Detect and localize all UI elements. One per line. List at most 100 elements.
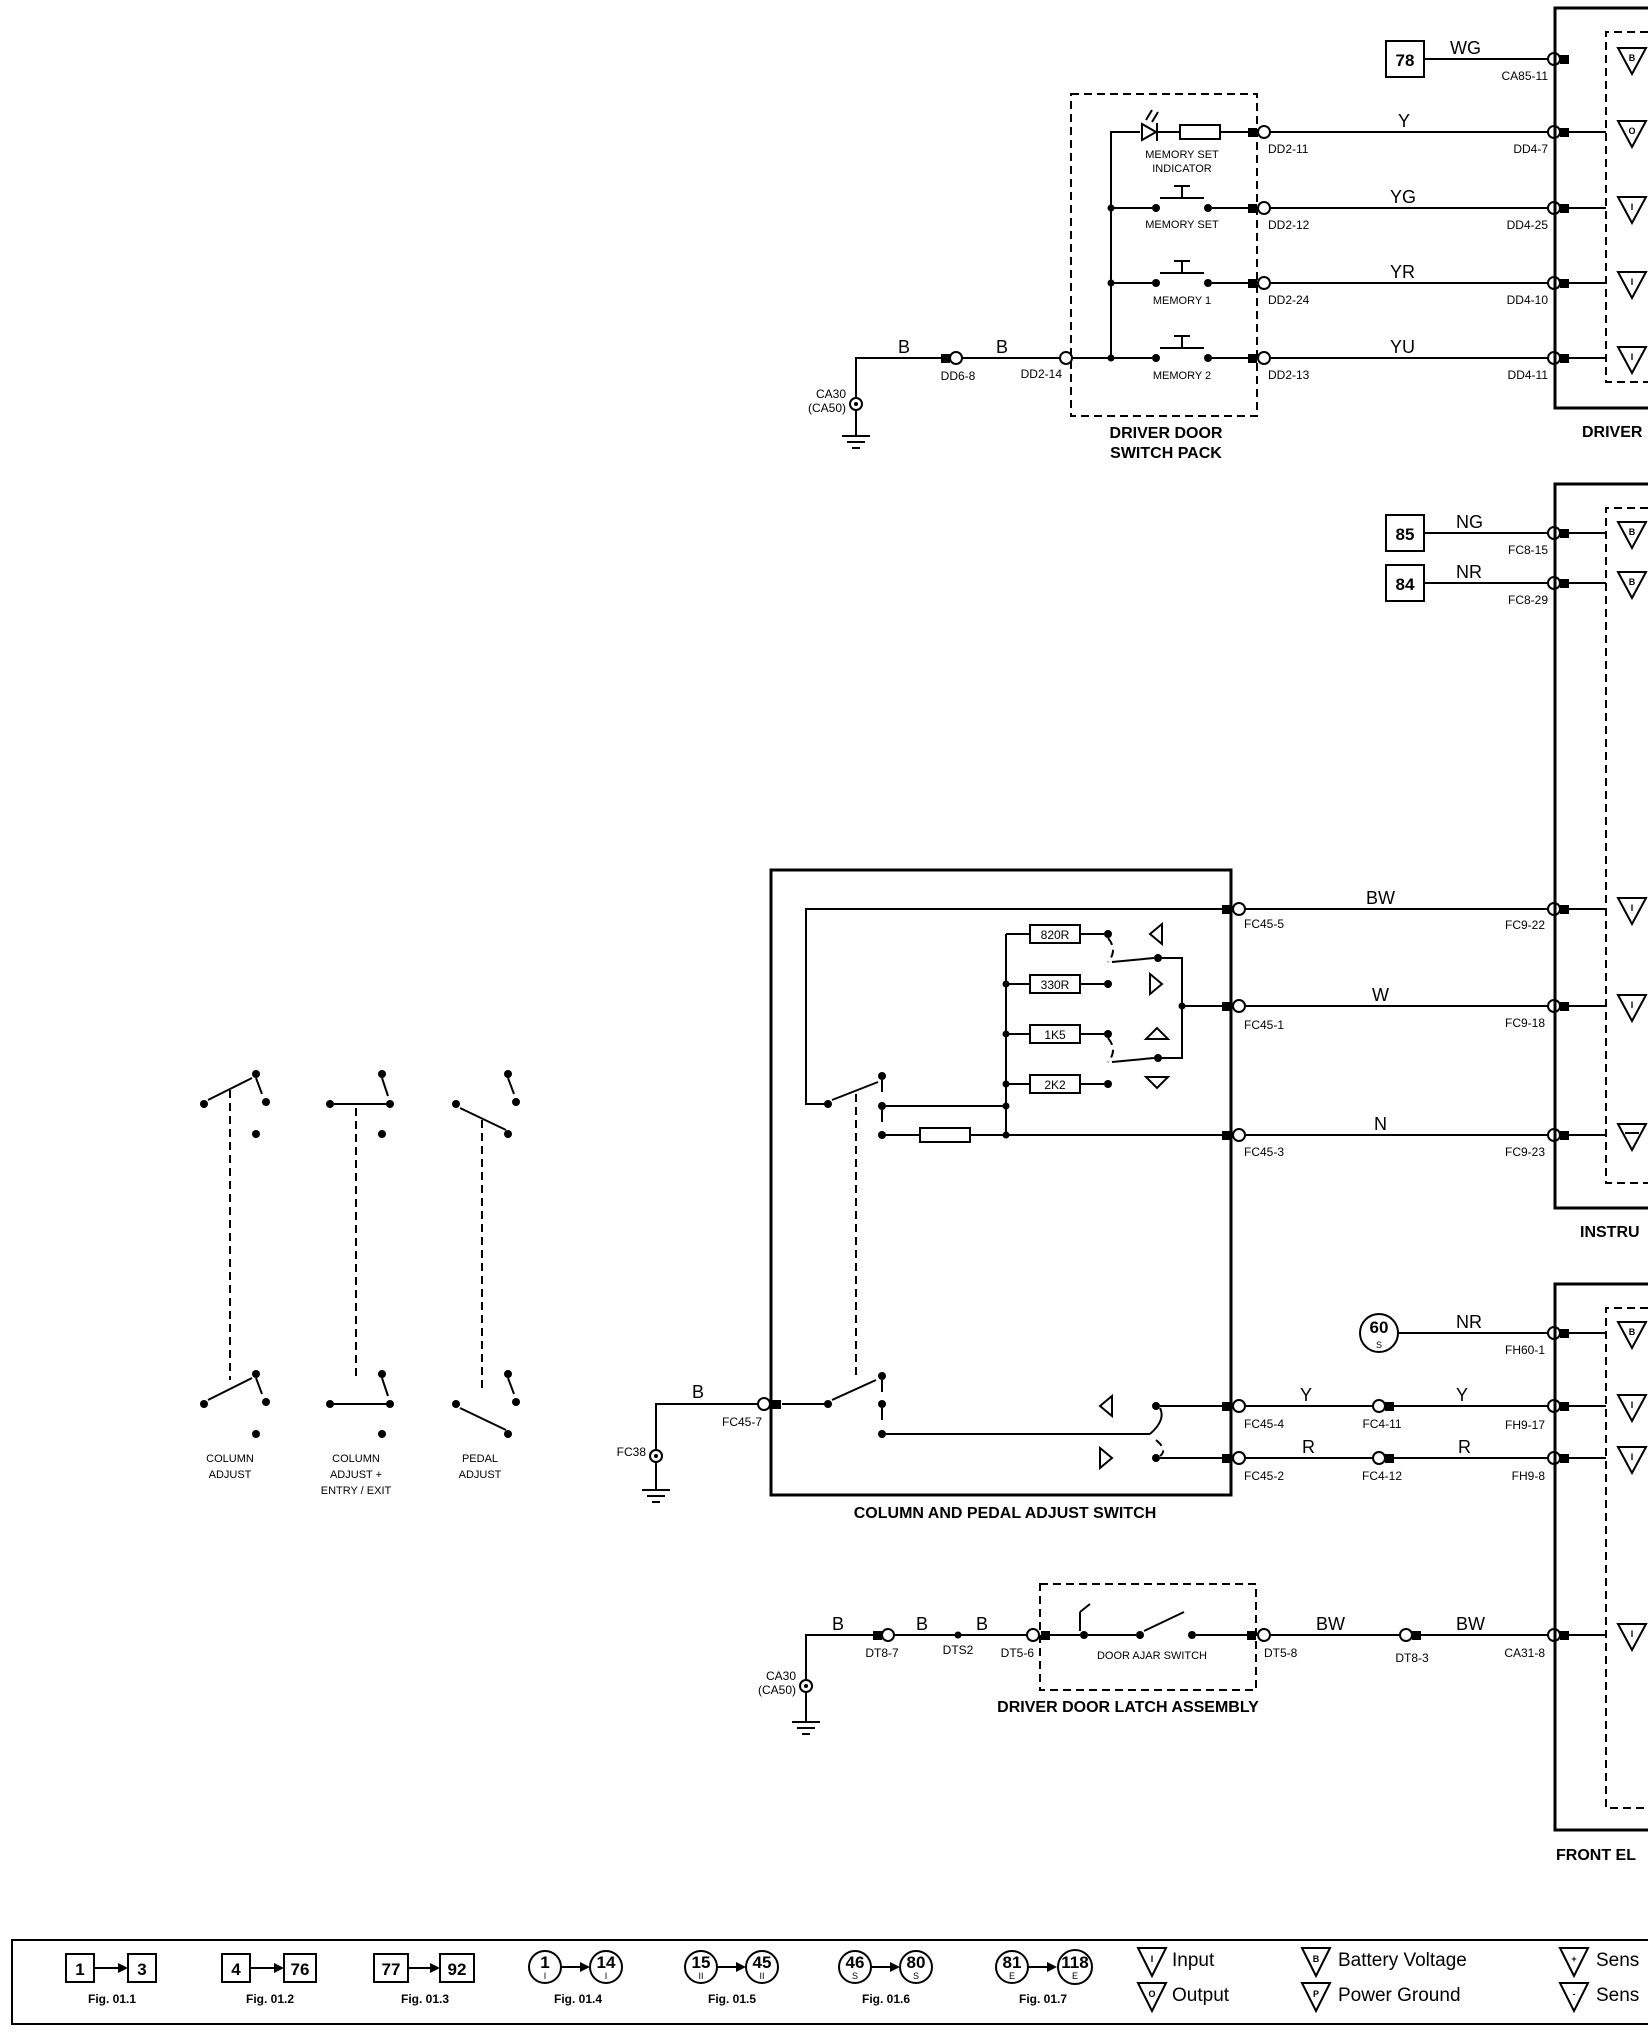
svg-text:I: I xyxy=(1631,277,1634,287)
svg-text:FC8-15: FC8-15 xyxy=(1508,543,1548,557)
arrow-left-icon xyxy=(1148,921,1163,947)
svg-text:YU: YU xyxy=(1390,337,1415,357)
legend-symbol-input: I Input xyxy=(1136,1947,1215,1979)
svg-text:B: B xyxy=(1313,1954,1320,1964)
svg-text:FC9-22: FC9-22 xyxy=(1505,918,1545,932)
svg-text:I: I xyxy=(544,1971,547,1981)
ground-icon xyxy=(841,435,871,449)
svg-text:45: 45 xyxy=(753,1953,772,1972)
svg-text:FC9-18: FC9-18 xyxy=(1505,1016,1545,1030)
resistor-icon xyxy=(919,1127,971,1143)
svg-text:FC45-3: FC45-3 xyxy=(1244,1145,1284,1159)
legend-ref-fig-01-5: 15 II 45 II Fig. 01.5 xyxy=(684,1950,779,2006)
svg-text:BW: BW xyxy=(1366,888,1395,908)
svg-text:(CA50): (CA50) xyxy=(758,1683,796,1697)
svg-text:Fig. 01.4: Fig. 01.4 xyxy=(554,1992,602,2006)
column-switch-ground: B FC38 xyxy=(617,1382,758,1503)
output-icon xyxy=(1136,1982,1168,2014)
svg-text:I: I xyxy=(1631,352,1634,362)
svg-text:R: R xyxy=(1458,1437,1471,1457)
input-icon xyxy=(1616,1623,1648,1653)
svg-text:I: I xyxy=(1151,1954,1154,1964)
svg-text:B: B xyxy=(1629,1327,1636,1337)
arrow-down-icon xyxy=(1143,1076,1171,1090)
svg-text:FH9-8: FH9-8 xyxy=(1512,1469,1546,1483)
svg-text:-: - xyxy=(1573,1989,1576,1999)
input-icon xyxy=(1616,1446,1648,1476)
svg-text:Fig. 01.1: Fig. 01.1 xyxy=(88,1992,136,2006)
battery-voltage-icon xyxy=(1616,521,1648,551)
input-icon xyxy=(1616,897,1648,927)
svg-text:92: 92 xyxy=(448,1960,467,1979)
svg-text:Input: Input xyxy=(1172,1950,1215,1971)
svg-text:MEMORY 2: MEMORY 2 xyxy=(1153,370,1211,382)
svg-text:3: 3 xyxy=(137,1960,146,1979)
svg-text:118: 118 xyxy=(1061,1953,1088,1972)
svg-text:Fig. 01.5: Fig. 01.5 xyxy=(708,1992,756,2006)
input-icon xyxy=(1616,1394,1648,1424)
svg-text:B: B xyxy=(976,1614,988,1634)
legend-column-entry-exit: COLUMN ADJUST + ENTRY / EXIT xyxy=(321,1070,394,1497)
svg-text:DT8-3: DT8-3 xyxy=(1395,1651,1429,1665)
input-icon xyxy=(1616,994,1648,1024)
svg-text:ADJUST +: ADJUST + xyxy=(330,1469,382,1481)
svg-text:15: 15 xyxy=(692,1953,711,1972)
column-pedal-switch: COLUMN AND PEDAL ADJUST SWITCH 820R xyxy=(722,868,1233,1522)
svg-text:Sens: Sens xyxy=(1596,1950,1639,1971)
svg-text:76: 76 xyxy=(291,1960,310,1979)
svg-text:SWITCH PACK: SWITCH PACK xyxy=(1110,445,1222,462)
svg-text:CA30: CA30 xyxy=(766,1669,796,1683)
svg-text:DTS2: DTS2 xyxy=(943,1643,974,1657)
svg-text:14: 14 xyxy=(597,1953,616,1972)
resistor-icon xyxy=(1179,124,1221,140)
svg-text:O: O xyxy=(1628,126,1635,136)
svg-text:330R: 330R xyxy=(1041,978,1070,992)
legend-symbol-sensor-plus: + Sens xyxy=(1558,1947,1639,1979)
driver-module-label: DRIVER xyxy=(1582,424,1643,441)
svg-text:85: 85 xyxy=(1396,525,1415,544)
svg-text:DT5-8: DT5-8 xyxy=(1264,1646,1298,1660)
svg-text:CA30: CA30 xyxy=(816,387,846,401)
svg-text:FC9-23: FC9-23 xyxy=(1505,1145,1545,1159)
switch-pack-wires: DD2-11 Y DD4-7 O DD2-12 YG DD4-25 I DD2-… xyxy=(1257,111,1648,382)
svg-text:MEMORY SET: MEMORY SET xyxy=(1145,149,1219,161)
svg-text:COLUMN AND PEDAL ADJUST SWITCH: COLUMN AND PEDAL ADJUST SWITCH xyxy=(854,1505,1157,1522)
svg-text:B: B xyxy=(1629,577,1636,587)
svg-text:84: 84 xyxy=(1396,575,1415,594)
input-icon xyxy=(1136,1947,1168,1979)
sensor-ground-icon xyxy=(1558,1982,1590,2014)
driver-door-module: DRIVER xyxy=(1553,6,1648,441)
svg-text:NR: NR xyxy=(1456,562,1482,582)
svg-text:FH9-17: FH9-17 xyxy=(1505,1418,1545,1432)
ground-icon xyxy=(791,1721,821,1735)
svg-text:B: B xyxy=(916,1614,928,1634)
svg-text:ADJUST: ADJUST xyxy=(209,1469,252,1481)
legend-ref-fig-01-4: 1 I 14 I Fig. 01.4 xyxy=(528,1950,623,2006)
svg-text:Fig. 01.3: Fig. 01.3 xyxy=(401,1992,449,2006)
svg-text:DT8-7: DT8-7 xyxy=(865,1646,899,1660)
input-icon xyxy=(1616,346,1648,376)
svg-text:DD2-11: DD2-11 xyxy=(1268,142,1309,156)
svg-text:BW: BW xyxy=(1456,1614,1485,1634)
led-icon xyxy=(1141,122,1159,142)
arrow-left-icon xyxy=(1098,1393,1113,1419)
column-switch-wires: FC45-5 BW FC9-22 I FC45-1 W FC9-18 I FC4… xyxy=(1232,888,1648,1483)
ground-icon xyxy=(641,1489,671,1503)
svg-text:B: B xyxy=(692,1382,704,1402)
svg-text:2K2: 2K2 xyxy=(1044,1078,1066,1092)
svg-text:FC4-12: FC4-12 xyxy=(1362,1469,1402,1483)
svg-text:1: 1 xyxy=(540,1953,549,1972)
svg-text:Output: Output xyxy=(1172,1985,1230,2006)
svg-text:FC38: FC38 xyxy=(617,1445,647,1459)
svg-text:PEDAL: PEDAL xyxy=(462,1453,498,1465)
legend-ref-fig-01-2: 4 76 Fig. 01.2 xyxy=(221,1953,317,2006)
svg-text:+: + xyxy=(1571,1954,1576,1964)
svg-text:DD2-13: DD2-13 xyxy=(1268,368,1310,382)
legend-ref-fig-01-7: 81 E 118 E Fig. 01.7 xyxy=(995,1949,1093,2006)
legend-symbol-output: O Output xyxy=(1136,1982,1230,2014)
legend-bar: 1 3 Fig. 01.1 4 76 Fig. 01.2 77 92 Fig. … xyxy=(11,1939,1648,2025)
driver-door-switch-pack: DRIVER DOOR SWITCH PACK MEMORY SET INDIC… xyxy=(1021,93,1258,462)
svg-text:1K5: 1K5 xyxy=(1044,1028,1066,1042)
svg-text:FC45-7: FC45-7 xyxy=(722,1415,762,1429)
